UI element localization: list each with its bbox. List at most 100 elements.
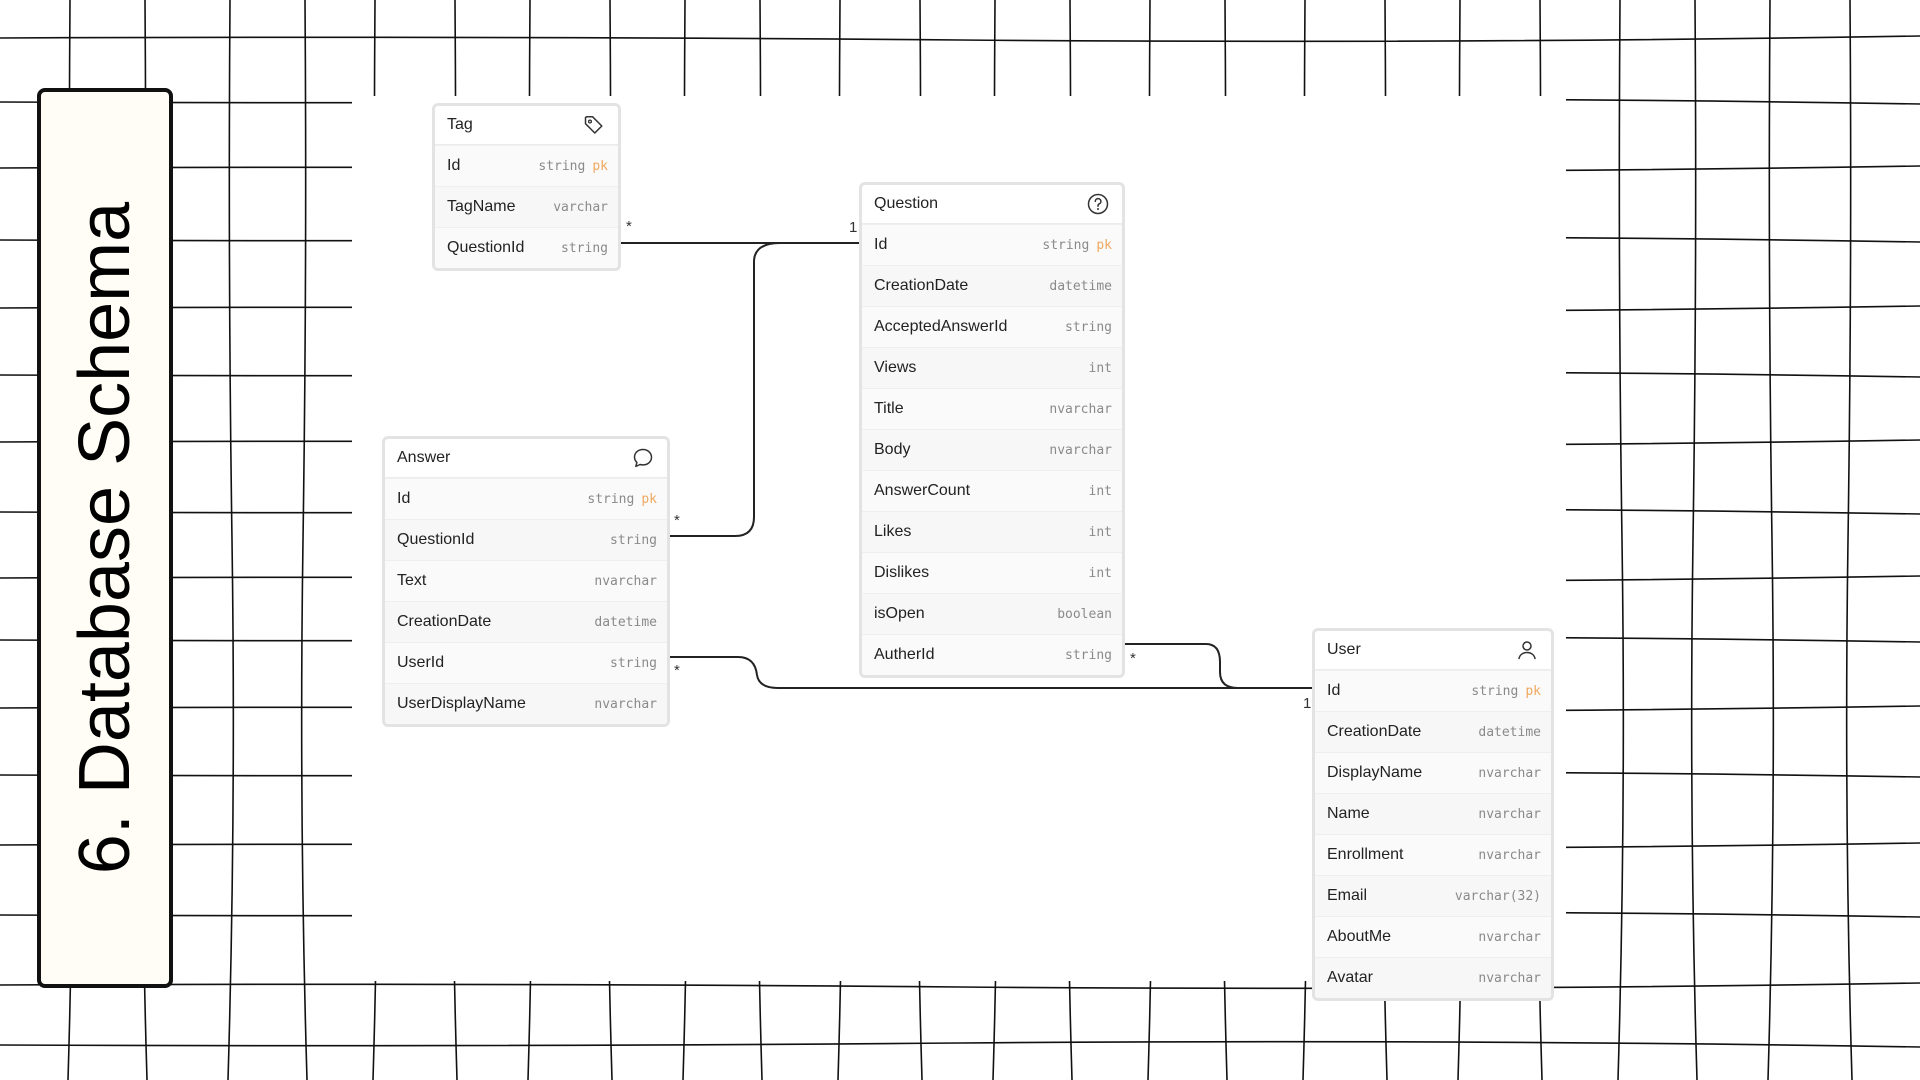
field-type-group: nvarchar [1478,764,1541,782]
field-type: string [1471,684,1519,699]
field-type: int [1088,566,1112,581]
cardinality-many-answer-user: * [674,662,680,679]
field-name: TagName [447,198,516,215]
field-type: string [1065,648,1112,663]
grid-line [1845,0,1853,1080]
field-type-group: boolean [1057,605,1112,623]
field-type: string [610,533,657,548]
field-type-group: nvarchar [1478,805,1541,823]
field-name: QuestionId [397,531,475,548]
field-row[interactable]: CreationDate datetime [1315,711,1551,752]
field-type: datetime [594,615,657,630]
entity-header[interactable]: User [1315,631,1551,670]
field-name: QuestionId [447,239,525,256]
field-row[interactable]: Likes int [862,511,1122,552]
field-name: Email [1327,887,1368,904]
field-type-group: nvarchar [594,572,657,590]
entity-header[interactable]: Answer [385,439,667,478]
field-type-group: string pk [538,157,608,175]
field-type-group: datetime [1049,277,1112,295]
field-name: Avatar [1327,969,1373,986]
field-type: int [1088,525,1112,540]
field-row[interactable]: CreationDate datetime [385,601,667,642]
field-row[interactable]: DisplayName nvarchar [1315,752,1551,793]
grid-line [300,0,308,1080]
field-name: CreationDate [1327,723,1422,740]
field-name: DisplayName [1327,764,1423,781]
entity-name: Answer [397,449,451,466]
question-circle-icon [1087,193,1109,215]
grid-line [0,35,1920,43]
field-type: string [538,159,586,174]
field-type: string [1042,238,1090,253]
field-row[interactable]: Dislikes int [862,552,1122,593]
primary-key-badge: pk [592,159,608,174]
field-type-group: int [1089,564,1112,582]
field-row[interactable]: UserId string [385,642,667,683]
field-type: varchar(32) [1454,889,1541,904]
field-row[interactable]: AutherId string [862,634,1122,675]
primary-key-badge: pk [641,492,657,507]
field-type: string [1065,320,1112,335]
field-name: Id [1327,682,1341,699]
grid-line [0,1040,1920,1048]
field-type: nvarchar [1049,402,1112,417]
field-type-group: int [1089,359,1112,377]
field-type-group: varchar [553,198,608,216]
field-name: UserId [397,654,445,671]
grid-line [1617,0,1625,1080]
field-name: CreationDate [397,613,492,630]
grid-line [1690,0,1698,1080]
field-row[interactable]: AboutMe nvarchar [1315,916,1551,957]
field-row[interactable]: TagName varchar [435,186,618,227]
cardinality-many-tag: * [626,218,632,235]
field-type: string [610,656,657,671]
entity-name: Question [874,195,939,212]
field-type: varchar [553,200,608,215]
field-row[interactable]: QuestionId string [385,519,667,560]
field-type: string [561,241,608,256]
field-name: AutherId [874,646,935,663]
field-type-group: nvarchar [1478,928,1541,946]
field-type-group: nvarchar [1478,969,1541,987]
entity-header[interactable]: Tag [435,106,618,145]
grid-line [227,0,235,1080]
field-type-group: datetime [594,613,657,631]
entity-header[interactable]: Question [862,185,1122,224]
field-type-group: nvarchar [1049,400,1112,418]
field-type: nvarchar [1478,971,1541,986]
field-name: isOpen [874,605,925,622]
field-name: AboutMe [1327,928,1392,945]
speech-bubble-icon [633,448,653,468]
field-type-group: int [1089,482,1112,500]
field-name: Likes [874,523,912,540]
field-type-group: string [1065,646,1112,664]
field-row[interactable]: Avatar nvarchar [1315,957,1551,998]
field-name: Id [397,490,411,507]
field-name: Dislikes [874,564,930,581]
field-row[interactable]: Email varchar(32) [1315,875,1551,916]
field-row[interactable]: QuestionId string [435,227,618,268]
field-type-group: datetime [1478,723,1541,741]
field-row[interactable]: isOpen boolean [862,593,1122,634]
field-name: Body [874,441,911,458]
